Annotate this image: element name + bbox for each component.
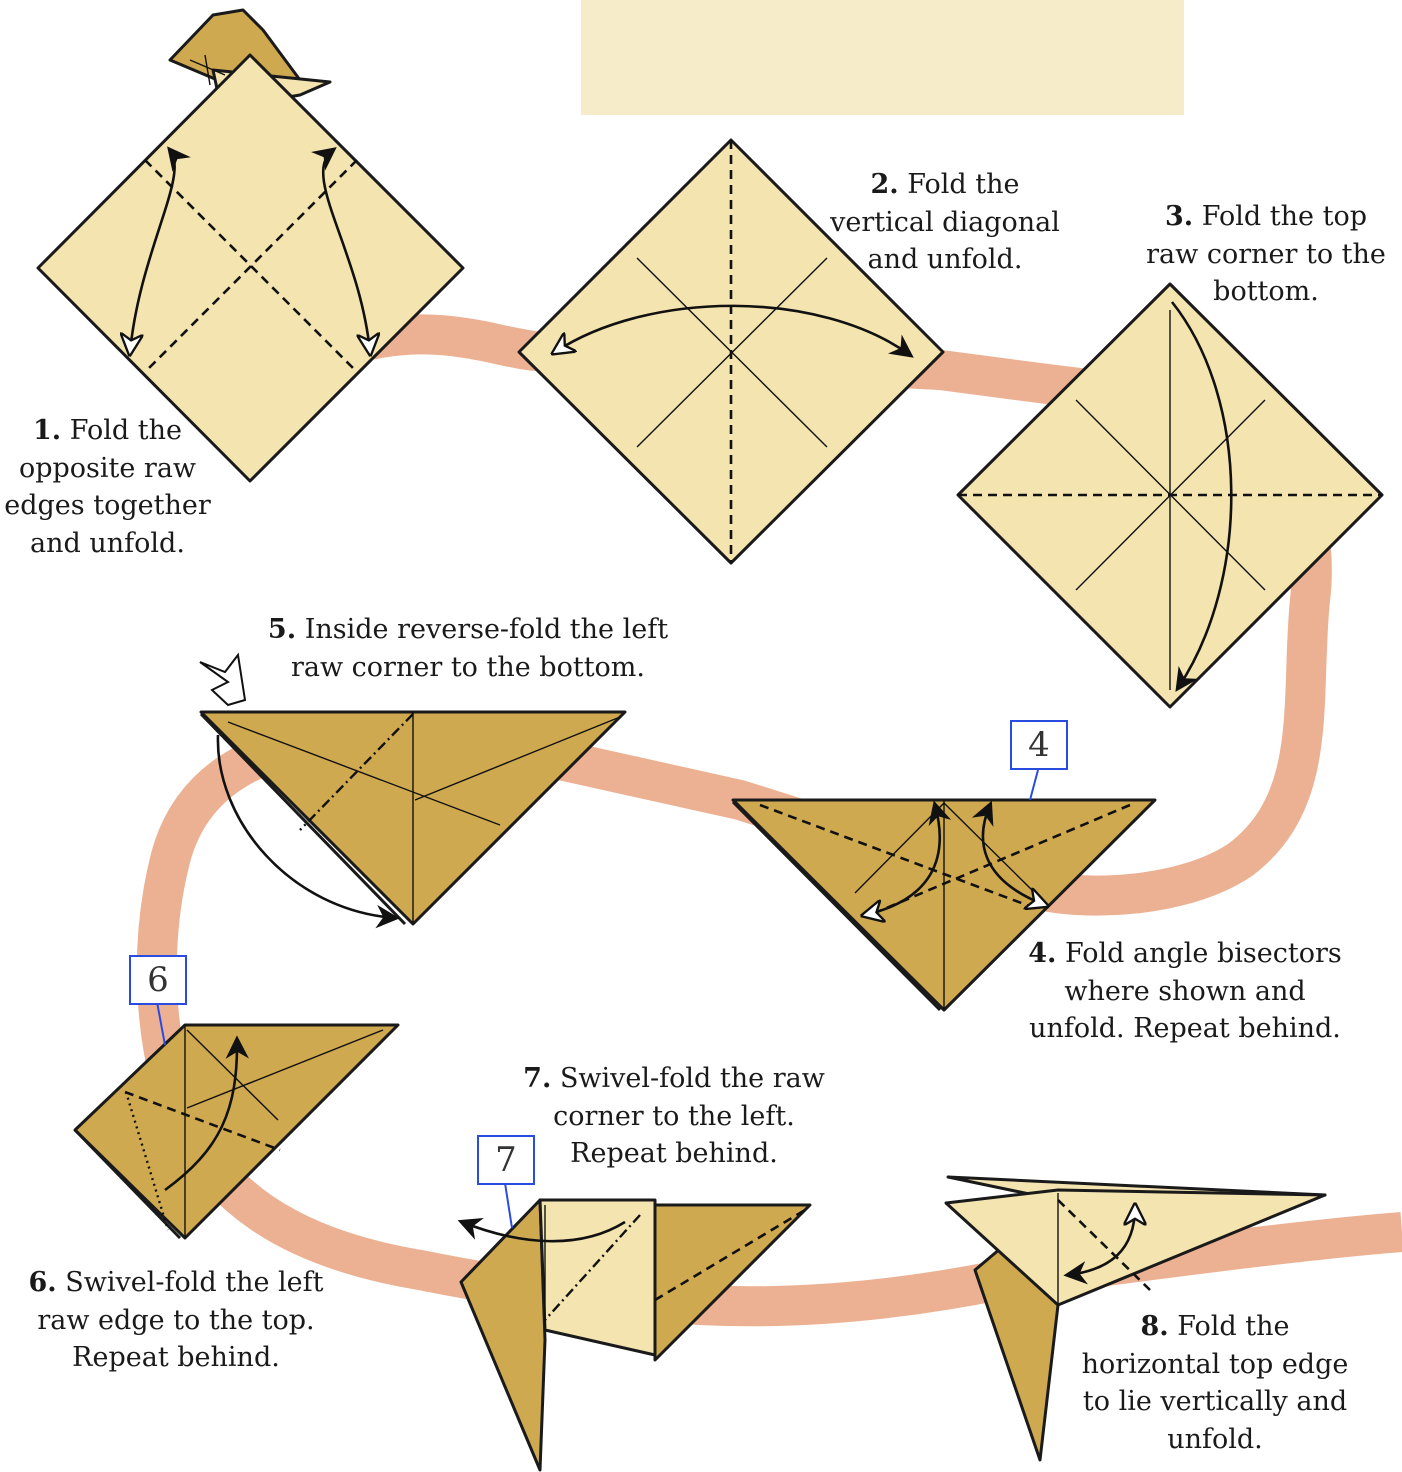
step-1-caption: 1. Fold the opposite raw edges together … (0, 412, 215, 562)
badge-4-connector (1030, 770, 1038, 800)
step-8-caption: 8. Fold the horizontal top edge to lie v… (1072, 1308, 1358, 1458)
step-5-diagram (200, 655, 625, 924)
badge-7-connector (505, 1183, 512, 1228)
step-3-caption: 3. Fold the top raw corner to the bottom… (1140, 198, 1392, 311)
badge-step-6: 6 (129, 955, 187, 1005)
step-7-caption: 7. Swivel-fold the raw corner to the lef… (514, 1060, 834, 1173)
badge-step-7: 7 (477, 1135, 535, 1185)
badge-step-4: 4 (1010, 720, 1068, 770)
step-4-caption: 4. Fold angle bisectors where shown and … (1025, 935, 1345, 1048)
finished-model-photo (581, 0, 1184, 115)
step-2-caption: 2. Fold the vertical diagonal and unfold… (828, 166, 1062, 279)
step-6-caption: 6. Swivel-fold the left raw edge to the … (18, 1264, 334, 1377)
step-7-diagram (461, 1200, 810, 1470)
step-5-caption: 5. Inside reverse-fold the left raw corn… (262, 611, 674, 686)
